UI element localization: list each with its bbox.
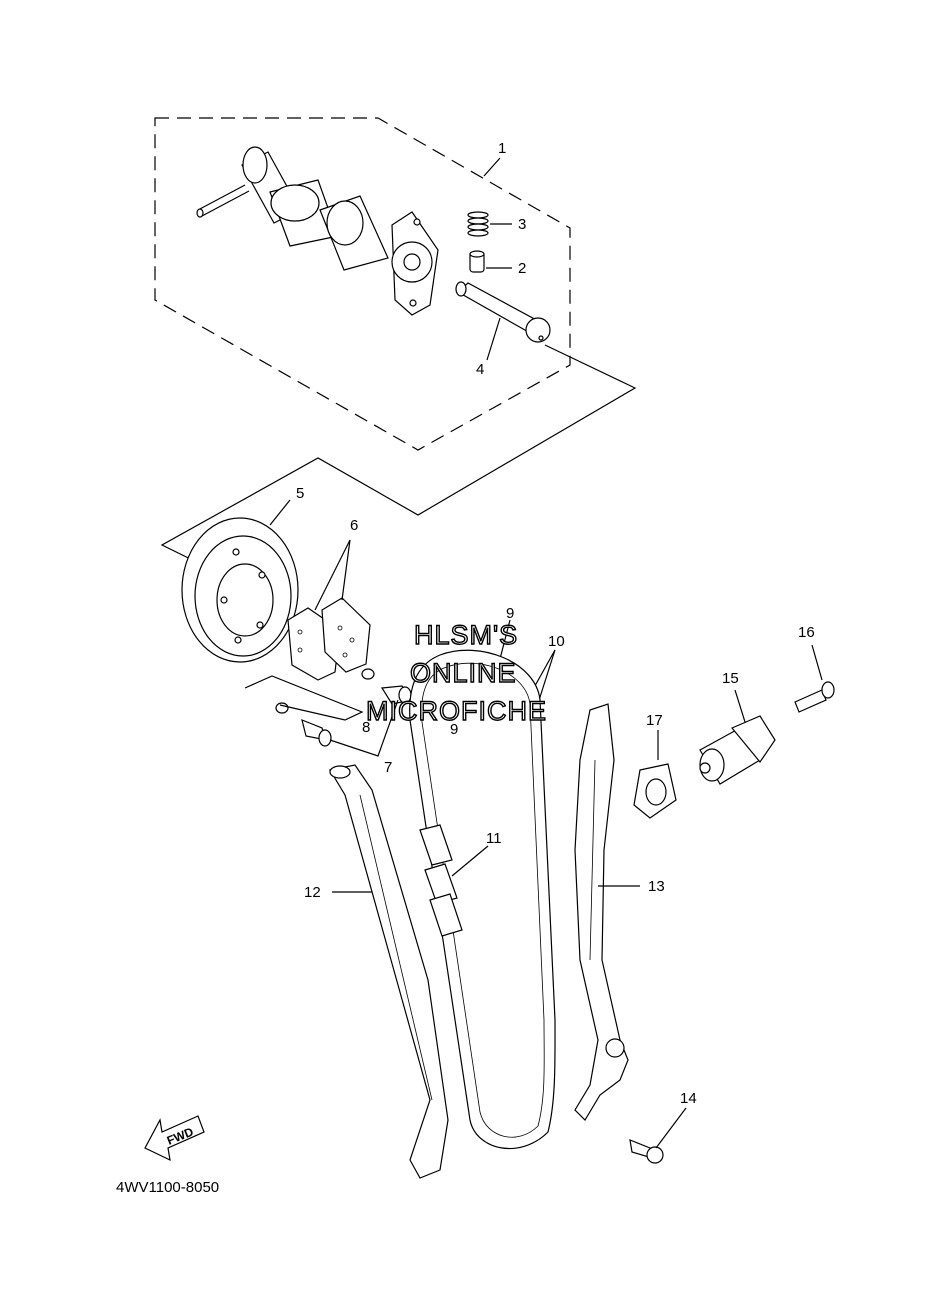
diagram-part-code: 4WV1100-8050 [116, 1179, 219, 1196]
tensioner-bolt [794, 681, 835, 713]
watermark-line-2: ONLINE [410, 658, 517, 688]
callout-9-upper: 9 [506, 605, 514, 622]
guide-bolt [629, 1139, 664, 1164]
pin [469, 250, 485, 273]
callout-1: 1 [498, 140, 506, 157]
camshaft [196, 146, 439, 316]
callout-16: 16 [798, 624, 815, 641]
camshaft-assembly-outline [154, 117, 571, 451]
front-chain-guide [329, 764, 449, 1179]
spring [467, 211, 489, 237]
callout-8: 8 [362, 719, 370, 736]
fwd-arrow-icon: FWD [144, 1115, 205, 1162]
watermark-line-3: MICROFICHE [366, 696, 547, 726]
callout-11: 11 [486, 830, 502, 847]
timing-chain [409, 649, 556, 1149]
callout-4: 4 [476, 361, 484, 378]
watermark: HLSM'S ONLINE MICROFICHE [365, 619, 547, 726]
decompressor-shaft [455, 281, 551, 343]
cam-sprocket [181, 517, 299, 663]
small-springs [275, 668, 375, 714]
bolts [301, 685, 414, 747]
callout-13: 13 [648, 878, 665, 895]
fwd-label: FWD [165, 1124, 196, 1147]
callout-7: 7 [384, 759, 392, 776]
chain-links [419, 824, 463, 937]
callout-10: 10 [548, 633, 565, 650]
callout-9-lower: 9 [450, 721, 458, 738]
callout-17: 17 [646, 712, 663, 729]
rear-chain-guide [574, 703, 629, 1121]
tensioner-gasket [633, 763, 677, 819]
callout-15: 15 [722, 670, 739, 687]
callout-12: 12 [304, 884, 321, 901]
chain-tensioner [699, 715, 776, 785]
watermark-line-1: HLSM'S [414, 620, 518, 650]
assembly-leader-lines [160, 344, 637, 609]
decompressor-plates [287, 597, 371, 681]
callout-6: 6 [350, 517, 358, 534]
callout-14: 14 [680, 1090, 697, 1107]
callout-2: 2 [518, 260, 526, 277]
callout-3: 3 [518, 216, 526, 233]
callout-5: 5 [296, 485, 304, 502]
